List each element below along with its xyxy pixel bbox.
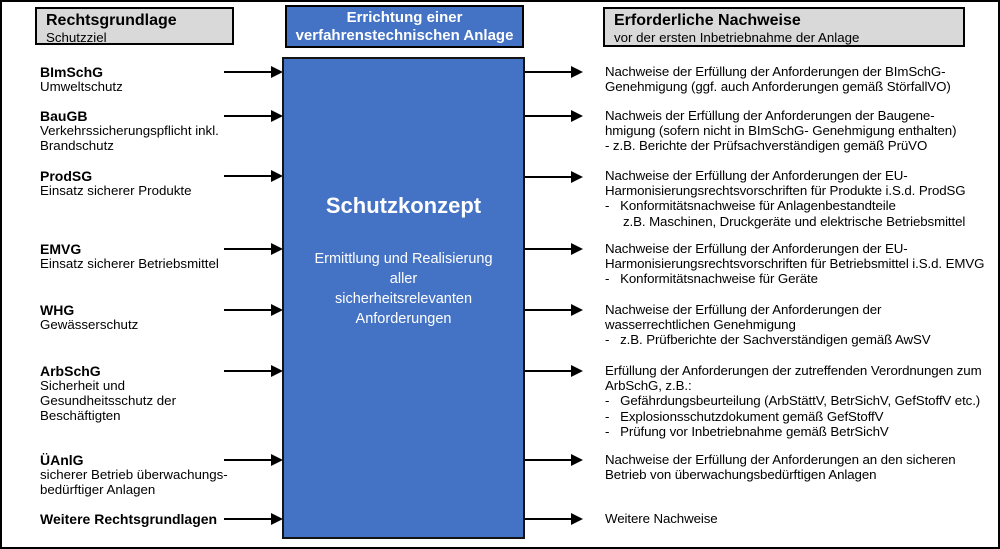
law-description: Einsatz sicherer Produkte (40, 183, 192, 198)
nachweis-text: Erfüllung der Anforderungen der zutreffe… (605, 363, 982, 439)
right-arrow (525, 243, 583, 255)
right-arrow (525, 513, 583, 525)
right-arrow (525, 365, 583, 377)
schutzkonzept-title: Schutzkonzept (325, 193, 482, 218)
left-arrow (224, 454, 283, 466)
row-weitere: Weitere Rechtsgrundlagen Weitere Nachwei… (2, 511, 998, 527)
row-bimschg: BImSchG Umweltschutz Nachweise der Erfül… (2, 64, 998, 94)
nachweis-text: Nachweise der Erfüllung der Anforderunge… (605, 302, 931, 348)
left-arrow (224, 243, 283, 255)
left-column-header: Rechtsgrundlage Schutzziel (35, 7, 234, 45)
law-name: BauGB (40, 108, 88, 124)
row-emvg: EMVG Einsatz sicherer Betriebsmittel Nac… (2, 241, 998, 286)
law-description: sicherer Betrieb überwachungs- bedürftig… (40, 467, 228, 497)
left-header-title: Rechtsgrundlage (46, 12, 177, 29)
right-header-subtitle: vor der ersten Inbetriebnahme der Anlage (614, 30, 860, 45)
law-name: ÜAnlG (40, 452, 84, 468)
nachweis-text: Nachweis der Erfüllung der Anforderungen… (605, 108, 957, 154)
center-header-box: Errichtung einer verfahrenstechnischen A… (285, 5, 524, 48)
law-name: ProdSG (40, 168, 93, 184)
law-description: Gewässerschutz (40, 317, 139, 332)
right-arrow (525, 171, 583, 183)
right-arrow (525, 454, 583, 466)
law-name: BImSchG (40, 64, 104, 80)
right-header-title: Erforderliche Nachweise (614, 12, 801, 29)
right-arrow (525, 110, 583, 122)
law-description: Einsatz sicherer Betriebsmittel (40, 256, 219, 271)
law-name: Weitere Rechtsgrundlagen (40, 511, 218, 527)
row-baugb: BauGB Verkehrssicherungspflicht inkl. Br… (2, 108, 998, 153)
schutzkonzept-box: Schutzkonzept Ermittlung und Realisierun… (282, 57, 525, 539)
left-arrow (224, 304, 283, 316)
left-arrow (224, 66, 283, 78)
right-arrow (525, 66, 583, 78)
row-whg: WHG Gewässerschutz Nachweise der Erfüllu… (2, 302, 998, 347)
right-arrow (525, 304, 583, 316)
right-column-header: Erforderliche Nachweise vor der ersten I… (603, 7, 965, 47)
left-header-subtitle: Schutzziel (46, 30, 107, 45)
left-arrow (224, 513, 283, 525)
row-uanlg: ÜAnlG sicherer Betrieb überwachungs- bed… (2, 452, 998, 497)
law-description: Umweltschutz (40, 79, 123, 94)
schutzkonzept-body: Ermittlung und Realisierung aller sicher… (314, 251, 493, 327)
row-prodsg: ProdSG Einsatz sicherer Produkte Nachwei… (2, 168, 998, 229)
nachweis-text: Weitere Nachweise (605, 511, 718, 526)
law-description: Verkehrssicherungspflicht inkl. Brandsch… (40, 123, 219, 153)
law-name: WHG (40, 302, 75, 318)
nachweis-text: Nachweise der Erfüllung der Anforderunge… (605, 452, 956, 483)
nachweis-text: Nachweise der Erfüllung der Anforderunge… (605, 64, 951, 95)
left-arrow (224, 365, 283, 377)
law-description: Sicherheit und Gesundheitsschutz der Bes… (40, 378, 177, 423)
row-arbschg: ArbSchG Sicherheit und Gesundheitsschutz… (2, 363, 998, 439)
nachweis-text: Nachweise der Erfüllung der Anforderunge… (605, 241, 985, 287)
law-name: ArbSchG (40, 363, 101, 379)
left-arrow (224, 110, 283, 122)
law-name: EMVG (40, 241, 82, 257)
nachweis-text: Nachweise der Erfüllung der Anforderunge… (605, 168, 966, 229)
left-arrow (224, 170, 283, 182)
